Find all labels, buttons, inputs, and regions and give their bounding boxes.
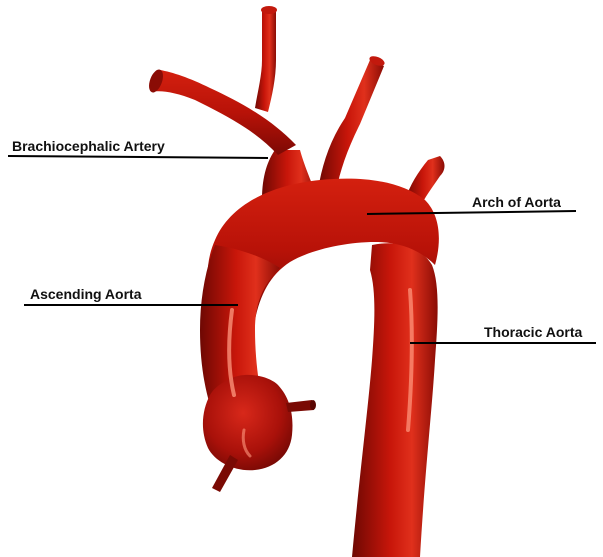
- label-brachiocephalic-artery: Brachiocephalic Artery: [12, 138, 165, 154]
- coronary-stub-right: [286, 400, 314, 412]
- right-carotid-end: [261, 6, 277, 14]
- aortic-root-shape: [202, 374, 293, 471]
- coronary-stub-left: [212, 455, 238, 492]
- thoracic-highlight: [406, 288, 414, 432]
- right-subclavian-branch: [152, 70, 296, 155]
- label-ascending-aorta: Ascending Aorta: [30, 286, 142, 302]
- label-thoracic-aorta: Thoracic Aorta: [484, 324, 582, 340]
- labels-group: Brachiocephalic Artery Arch of Aorta Asc…: [7, 138, 596, 344]
- aortic-branches: [149, 6, 445, 208]
- label-arch-of-aorta: Arch of Aorta: [472, 194, 561, 210]
- left-carotid-branch: [318, 60, 384, 192]
- right-subclavian-end: [149, 69, 163, 93]
- coronary-stub-right-end: [310, 400, 316, 410]
- left-carotid-end: [369, 56, 385, 66]
- leader-arch: [366, 210, 577, 215]
- aorta-body: [200, 178, 439, 557]
- ascending-highlight: [227, 308, 236, 397]
- thoracic-aorta-shape: [352, 243, 438, 557]
- right-carotid-branch: [255, 12, 276, 112]
- leader-brachiocephalic: [7, 155, 269, 159]
- root-highlight: [241, 428, 252, 458]
- ascending-aorta-shape: [200, 245, 280, 405]
